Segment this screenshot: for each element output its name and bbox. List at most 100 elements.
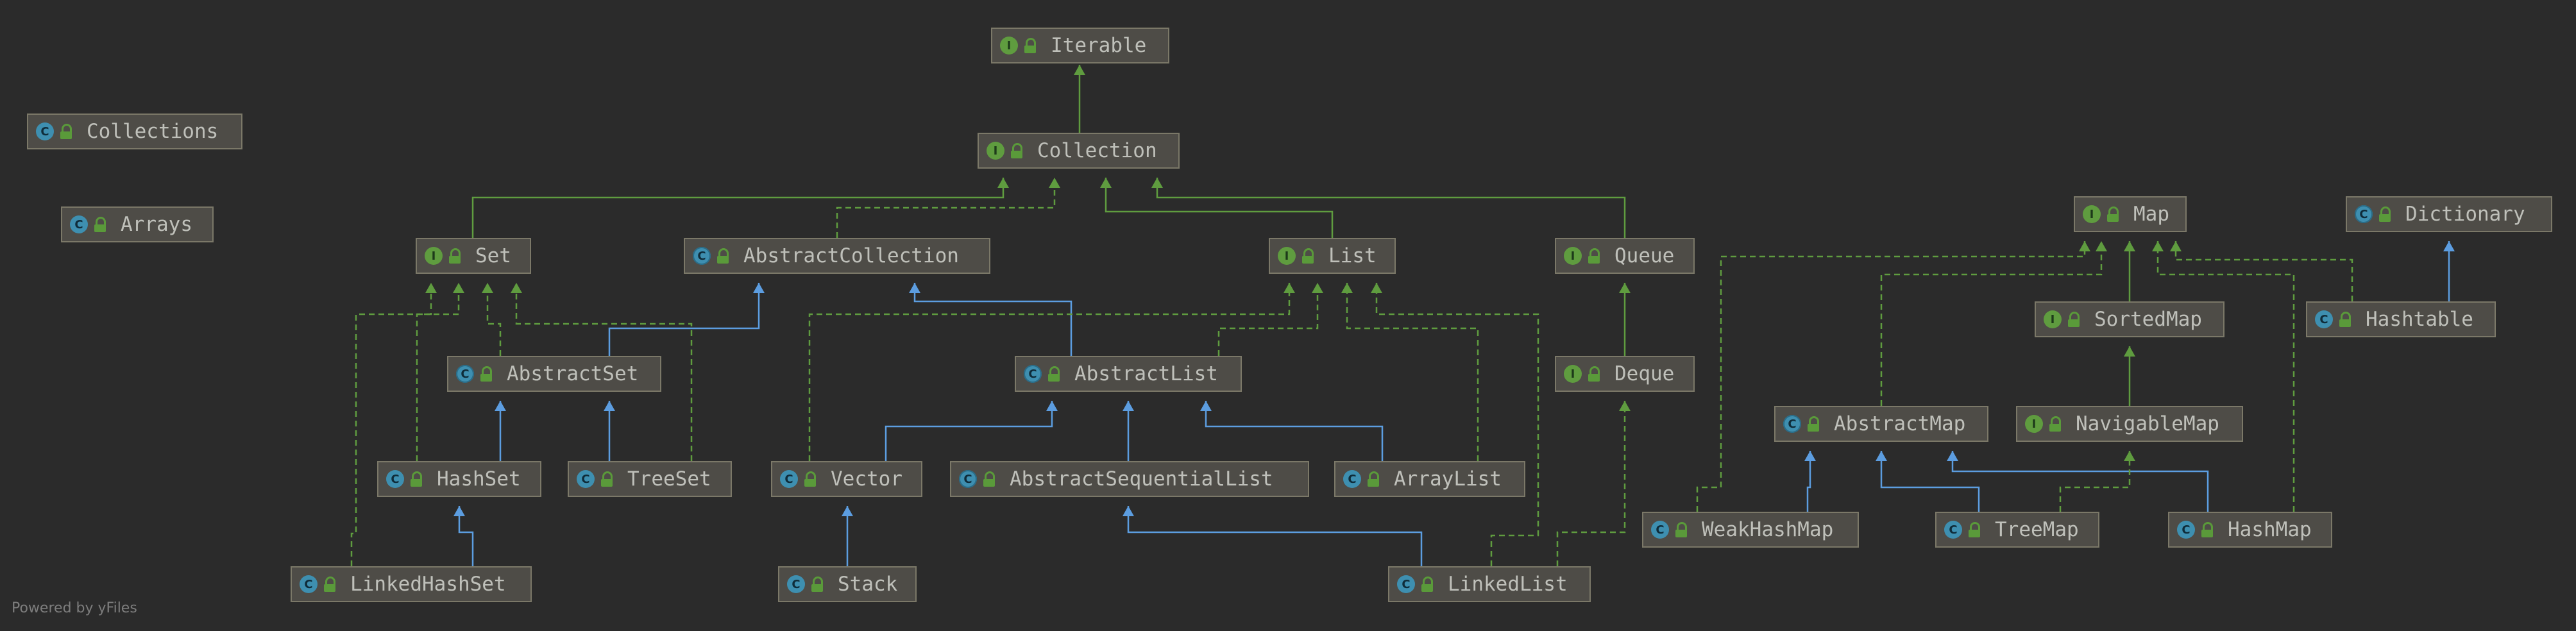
node-set[interactable]: I Set [416, 238, 531, 274]
class-icon: C [2177, 521, 2195, 539]
node-arraylist[interactable]: C ArrayList [1334, 461, 1525, 497]
edge-vector-to-list [808, 283, 1291, 461]
node-label: SortedMap [2094, 308, 2202, 331]
arrowhead-icon [2124, 346, 2135, 357]
node-weakhashmap[interactable]: C WeakHashMap [1642, 512, 1859, 548]
public-lock-icon [600, 470, 613, 488]
edge-hashtable-to-map [2174, 241, 2353, 301]
arrowhead-icon [453, 506, 465, 516]
node-hashtable[interactable]: C Hashtable [2306, 301, 2496, 337]
arrowhead-icon [482, 283, 493, 293]
node-queue[interactable]: I Queue [1555, 238, 1695, 274]
node-label: Dictionary [2405, 203, 2525, 226]
public-lock-icon [60, 122, 72, 140]
arrowhead-icon [1284, 283, 1295, 293]
node-treemap[interactable]: C TreeMap [1935, 512, 2099, 548]
edge-abstractcollection-to-collection [836, 178, 1056, 238]
interface-icon: I [2025, 415, 2043, 433]
public-lock-icon [323, 575, 336, 593]
node-stack[interactable]: C Stack [778, 566, 917, 602]
class-icon: C [1944, 521, 1962, 539]
edge-linkedlist-to-list [1375, 283, 1539, 566]
public-lock-icon [716, 247, 729, 265]
edge-arraylist-to-list [1346, 283, 1479, 461]
arrowhead-icon [1074, 65, 1085, 75]
node-map[interactable]: I Map [2074, 196, 2187, 232]
edge-list-to-collection [1105, 178, 1334, 238]
node-label: Deque [1614, 362, 1675, 385]
node-iterable[interactable]: I Iterable [991, 28, 1169, 63]
edge-treemap-to-navigablemap [2059, 451, 2131, 512]
public-lock-icon [1024, 37, 1037, 55]
abstract-class-icon: C [959, 470, 977, 488]
class-icon: C [1343, 470, 1361, 488]
node-abstractset[interactable]: C AbstractSet [447, 356, 661, 392]
edge-vector-to-abstractlist [885, 401, 1053, 461]
arrowhead-icon [909, 283, 920, 293]
node-collection[interactable]: I Collection [978, 133, 1180, 169]
node-label: Stack [838, 573, 898, 596]
node-vector[interactable]: C Vector [771, 461, 922, 497]
node-linkedlist[interactable]: C LinkedList [1388, 566, 1591, 602]
edge-linkedlist-to-deque [1556, 401, 1626, 566]
node-label: Queue [1614, 244, 1675, 267]
arrowhead-icon [1151, 178, 1163, 188]
interface-icon: I [987, 142, 1004, 160]
node-hashset[interactable]: C HashSet [377, 461, 541, 497]
public-lock-icon [1421, 575, 1434, 593]
node-abstractcollection[interactable]: C AbstractCollection [684, 238, 990, 274]
arrowhead-icon [2170, 241, 2182, 251]
node-list[interactable]: I List [1269, 238, 1396, 274]
edge-hashset-to-set [416, 283, 460, 461]
node-label: ArrayList [1394, 467, 1502, 491]
class-icon: C [787, 575, 805, 593]
public-lock-icon [2201, 521, 2214, 539]
node-abstractmap[interactable]: C AbstractMap [1774, 406, 1988, 442]
node-label: WeakHashMap [1702, 518, 1834, 541]
arrowhead-icon [997, 178, 1009, 188]
public-lock-icon [1047, 365, 1060, 383]
arrowhead-icon [425, 283, 437, 293]
node-dictionary[interactable]: C Dictionary [2346, 196, 2552, 232]
public-lock-icon [1010, 142, 1023, 160]
interface-icon: I [1000, 37, 1018, 55]
node-abstractlist[interactable]: C AbstractList [1015, 356, 1242, 392]
node-hashmap[interactable]: C HashMap [2168, 512, 2332, 548]
abstract-class-icon: C [1783, 415, 1801, 433]
node-label: HashSet [437, 467, 521, 491]
node-collections[interactable]: C Collections [27, 114, 242, 149]
arrowhead-icon [604, 401, 615, 411]
node-deque[interactable]: I Deque [1555, 356, 1695, 392]
node-label: Arrays [121, 213, 192, 236]
arrowhead-icon [2096, 241, 2107, 251]
node-linkedhashset[interactable]: C LinkedHashSet [291, 566, 532, 602]
public-lock-icon [804, 470, 817, 488]
node-label: TreeSet [627, 467, 711, 491]
node-label: Hashtable [2366, 308, 2473, 331]
arrowhead-icon [1123, 506, 1134, 516]
node-abstractsequentiallist[interactable]: C AbstractSequentialList [950, 461, 1309, 497]
node-sortedmap[interactable]: I SortedMap [2035, 301, 2224, 337]
edge-queue-to-collection [1156, 178, 1626, 238]
interface-icon: I [2044, 310, 2062, 328]
node-navigablemap[interactable]: I NavigableMap [2016, 406, 2243, 442]
arrowhead-icon [753, 283, 765, 293]
abstract-class-icon: C [456, 365, 474, 383]
node-arrays[interactable]: C Arrays [61, 206, 214, 242]
public-lock-icon [811, 575, 824, 593]
footer-powered-by: Powered by yFiles [12, 600, 137, 616]
arrowhead-icon [2124, 241, 2135, 251]
class-icon: C [70, 215, 88, 233]
arrowhead-icon [1947, 451, 1958, 461]
class-icon: C [36, 122, 54, 140]
interface-icon: I [425, 247, 443, 265]
edge-linkedlist-to-abstractsequentiallist [1127, 506, 1423, 566]
public-lock-icon [410, 470, 423, 488]
edge-linkedhashset-to-set [350, 283, 432, 566]
class-icon: C [2315, 310, 2333, 328]
node-treeset[interactable]: C TreeSet [568, 461, 732, 497]
public-lock-icon [1301, 247, 1314, 265]
node-label: Vector [831, 467, 902, 491]
